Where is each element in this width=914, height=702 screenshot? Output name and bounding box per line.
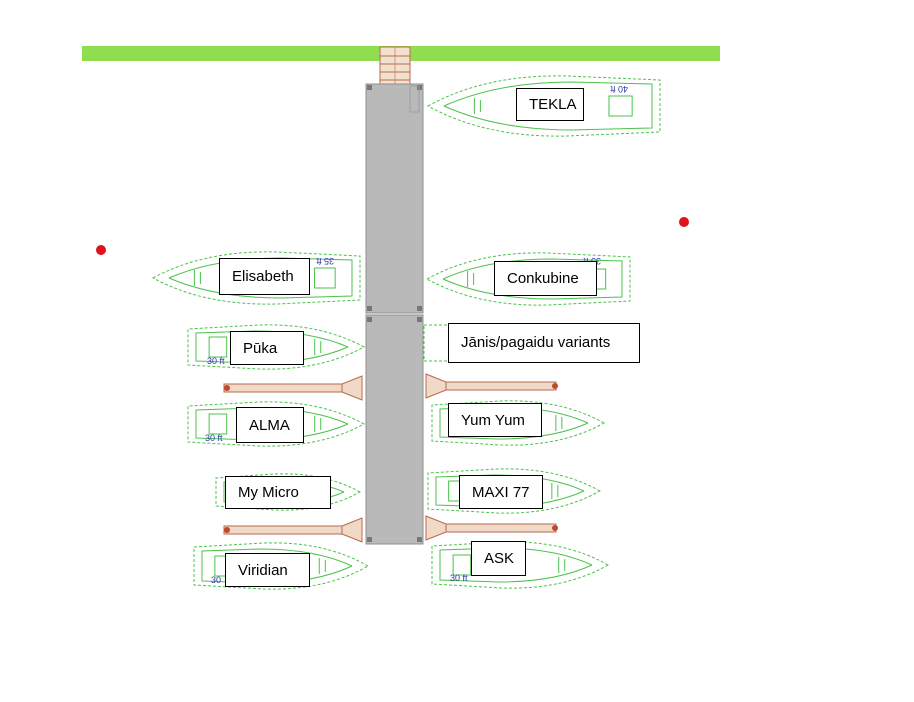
red-buoy-marker xyxy=(96,245,106,255)
cockpit-mark xyxy=(208,336,228,358)
deck-outline xyxy=(435,474,585,508)
cockpit-mark xyxy=(313,267,336,289)
deck-outline xyxy=(195,407,349,441)
boat-size-label: 30 ft xyxy=(450,573,468,583)
boat-size-label: 35 ft xyxy=(316,256,334,266)
boat-outline: 40 ft xyxy=(426,75,661,137)
cockpit-mark xyxy=(608,95,633,117)
boat-label-puka: Pūka xyxy=(230,331,304,365)
walkway-left-upper xyxy=(223,375,363,401)
walkway-right-upper xyxy=(425,373,558,399)
hull-outline xyxy=(427,468,602,514)
hull-outline xyxy=(193,542,370,590)
boat-label-maxi-77: MAXI 77 xyxy=(459,475,543,509)
deck-outline xyxy=(439,406,589,440)
hull-outline xyxy=(215,473,362,511)
boat-outline: 30 ft xyxy=(431,541,610,589)
deck-outline xyxy=(439,547,593,583)
walkway-left-lower xyxy=(223,517,363,543)
boat-outline: 30 xyxy=(193,542,370,590)
boat-size-label: 40 ft xyxy=(610,84,628,94)
boat-label-elisabeth: Elisabeth xyxy=(219,258,310,295)
boat-outline: 30 ft xyxy=(187,324,366,370)
cockpit-mark xyxy=(452,554,472,576)
hull-outline xyxy=(151,251,361,305)
hull-outline xyxy=(431,541,610,589)
deck-outline xyxy=(168,257,353,299)
boat-label-janis: Jānis/pagaidu variants xyxy=(448,323,640,363)
boat-size-label: 30 ft xyxy=(207,356,225,366)
boat-label-yum-yum: Yum Yum xyxy=(448,403,542,437)
main-pier xyxy=(365,83,424,545)
boat-outline xyxy=(427,468,602,514)
deck-outline xyxy=(201,548,353,584)
boat-label-conkubine: Conkubine xyxy=(494,261,597,296)
hull-outline xyxy=(426,75,661,137)
boat-size-label: 30 ft xyxy=(205,433,223,443)
deck-outline xyxy=(442,258,623,300)
boat-label-ask: ASK xyxy=(471,541,526,576)
hull-outline xyxy=(425,252,631,306)
boat-size-label: 30 xyxy=(211,575,221,585)
deck-outline xyxy=(443,81,653,131)
boat-label-my-micro: My Micro xyxy=(225,476,331,509)
boat-outline: 35 ft xyxy=(151,251,361,305)
hull-outline xyxy=(187,401,366,447)
boat-label-alma: ALMA xyxy=(236,407,304,443)
walkway-right-lower xyxy=(425,515,558,541)
hull-outline xyxy=(431,400,606,446)
boat-label-tekla: TEKLA xyxy=(516,88,584,121)
deck-outline xyxy=(195,330,349,364)
red-buoy-marker xyxy=(679,217,689,227)
cockpit-mark xyxy=(208,413,228,435)
hull-outline xyxy=(187,324,366,370)
boat-outline: 30 ft xyxy=(187,401,366,447)
boat-label-viridian: Viridian xyxy=(225,553,310,587)
